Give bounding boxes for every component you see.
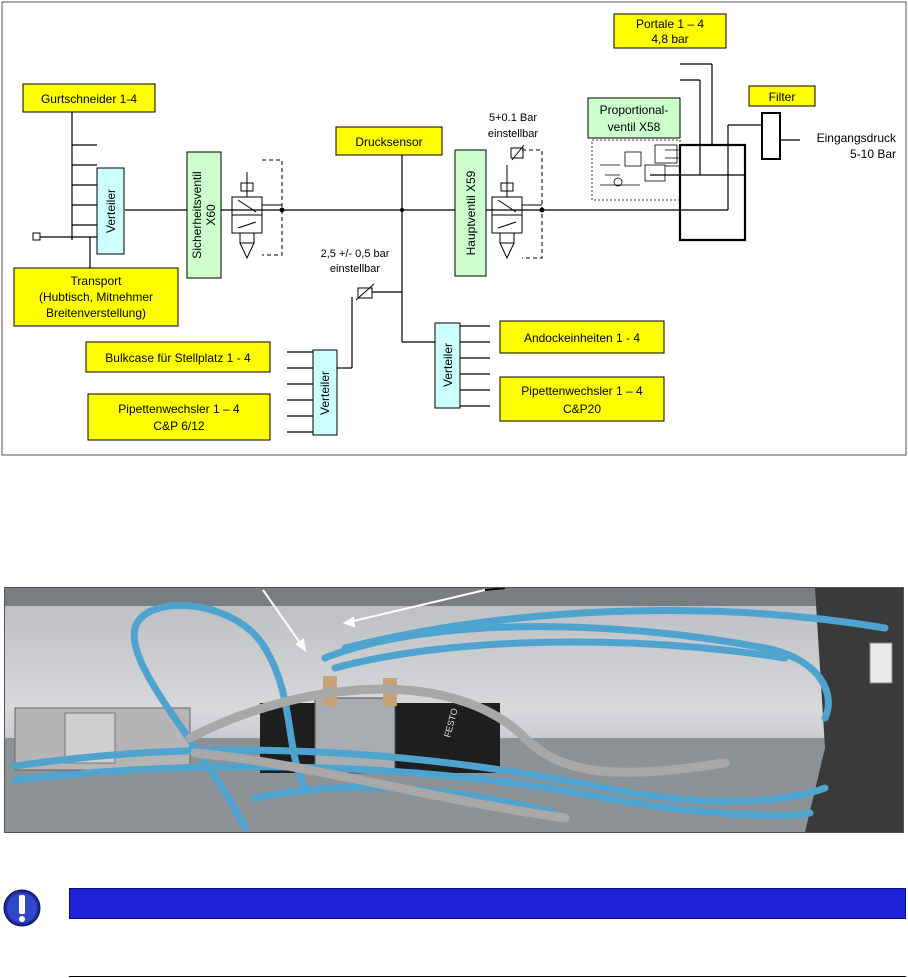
label-sicherheitsventil-1: Sicherheitsventil — [190, 171, 204, 258]
label-box-gurtschneider — [22, 83, 156, 113]
label-verteiler-left: Verteiler — [104, 189, 118, 233]
label-box-verteiler-right — [434, 322, 461, 409]
label-bulkcase: Bulkcase für Stellplatz 1 - 4 — [105, 351, 251, 365]
supply-loop — [678, 143, 747, 242]
label-transport-1: Transport — [71, 274, 123, 288]
exclamation-icon — [3, 889, 41, 927]
label-hauptventil: Hauptventil X59 — [464, 170, 478, 255]
diagram-frame — [1, 1, 907, 456]
label-setting-25bar-2: einstellbar — [330, 263, 380, 275]
label-setting-5bar-2: einstellbar — [488, 128, 538, 140]
label-box-sicherheitsventil — [186, 151, 222, 279]
installation-photo: FESTO — [4, 587, 904, 833]
notice-header-bar — [69, 888, 906, 919]
label-verteiler-bottom: Verteiler — [318, 371, 332, 415]
label-box-verteiler-left — [96, 167, 125, 255]
label-box-transport — [13, 267, 179, 327]
pressure-regulator-symbol — [355, 283, 375, 301]
pneumatic-diagram: Gurtschneider 1-4 Transport (Hubtisch, M… — [1, 1, 907, 456]
label-box-andock — [499, 320, 665, 354]
label-verteiler-right: Verteiler — [441, 343, 455, 387]
label-pipette-cp20-1: Pipettenwechsler 1 – 4 — [521, 384, 643, 398]
label-box-pipette-cp612 — [87, 393, 271, 441]
label-gurtschneider: Gurtschneider 1-4 — [41, 92, 137, 106]
label-eingangsdruck-2: 5-10 Bar — [850, 147, 896, 161]
label-box-proportional — [587, 97, 681, 139]
label-drucksensor: Drucksensor — [355, 135, 422, 149]
label-box-bulkcase — [85, 341, 271, 373]
main-valve-symbol — [491, 144, 543, 260]
label-pipette-cp612-2: C&P 6/12 — [153, 419, 204, 433]
label-box-portale — [613, 13, 727, 49]
safety-valve-symbol — [231, 159, 283, 260]
label-proportional-2: ventil X58 — [608, 120, 661, 134]
label-pipette-cp20-2: C&P20 — [563, 402, 601, 416]
label-filter: Filter — [769, 90, 796, 104]
label-box-pipette-cp20 — [499, 376, 665, 422]
label-eingangsdruck-1: Eingangsdruck — [817, 131, 897, 145]
notice-bottom-rule — [69, 976, 906, 977]
blue-tubes — [11, 601, 889, 832]
label-setting-5bar-1: 5+0.1 Bar — [489, 112, 537, 124]
proportional-valve-symbol — [591, 139, 681, 201]
label-pipette-cp612-1: Pipettenwechsler 1 – 4 — [118, 402, 240, 416]
filter-symbol — [761, 112, 781, 160]
pipe-lines — [40, 63, 800, 433]
label-portale-1: Portale 1 – 4 — [636, 17, 704, 31]
label-box-verteiler-bottom — [312, 349, 338, 436]
label-setting-25bar-1: 2,5 +/- 0,5 bar — [321, 248, 390, 260]
label-transport-3: Breitenverstellung) — [46, 306, 146, 320]
label-proportional-1: Proportional- — [600, 103, 669, 117]
label-transport-2: (Hubtisch, Mitnehmer — [39, 290, 153, 304]
label-sicherheitsventil-2: X60 — [204, 204, 218, 226]
label-box-filter — [748, 85, 816, 107]
label-andock: Andockeinheiten 1 - 4 — [524, 331, 640, 345]
label-box-drucksensor — [335, 126, 443, 156]
label-portale-2: 4,8 bar — [651, 32, 688, 46]
label-box-hauptventil — [454, 149, 487, 277]
